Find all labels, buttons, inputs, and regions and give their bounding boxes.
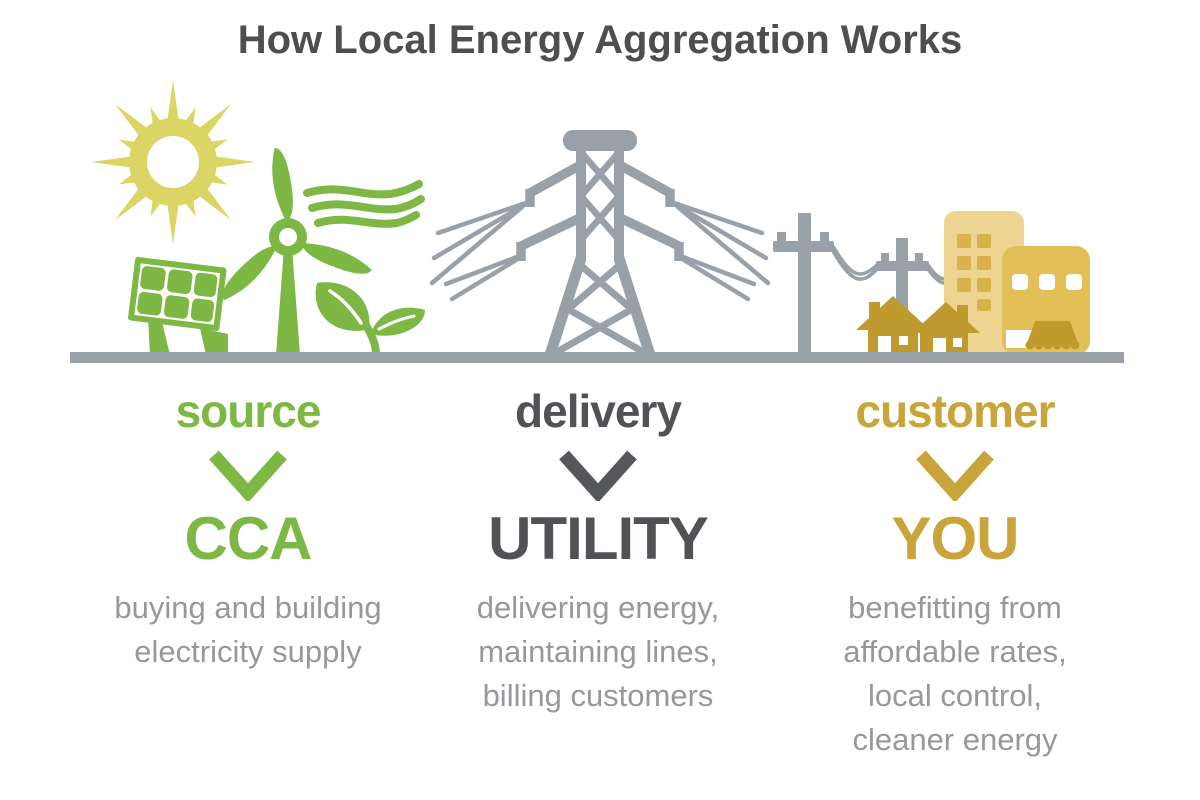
source-description: buying and building electricity supply	[114, 589, 382, 669]
customer-label: customer	[855, 385, 1055, 437]
delivery-label: delivery	[515, 385, 682, 437]
utility-pole-icon	[773, 213, 959, 355]
customer-entity: YOU	[891, 504, 1019, 572]
sun-icon	[91, 80, 255, 244]
delivery-description: delivering energy, maintaining lines, bi…	[476, 589, 720, 713]
house-icon	[912, 302, 980, 354]
down-chevron-icon	[209, 450, 287, 501]
customer-description: benefitting from affordable rates, local…	[843, 589, 1067, 757]
sprout-icon	[315, 282, 425, 359]
power-lines-icon	[429, 200, 771, 302]
transmission-tower-icon	[516, 130, 684, 361]
ground-line	[70, 352, 1124, 363]
wind-gust-icon	[303, 180, 425, 228]
column-source: source CCA buying and building electrici…	[68, 386, 428, 674]
column-delivery: delivery UTILITY delivering energy, main…	[418, 386, 778, 718]
awning-icon	[1025, 321, 1080, 350]
column-customer: customer YOU benefitting from affordable…	[775, 386, 1135, 762]
page-title: How Local Energy Aggregation Works	[237, 18, 963, 62]
down-chevron-icon	[559, 450, 637, 501]
down-chevron-icon	[916, 450, 994, 501]
delivery-entity: UTILITY	[488, 504, 709, 572]
source-label: source	[175, 385, 322, 437]
building-storefront-icon	[1002, 246, 1090, 355]
house-icon	[856, 296, 930, 354]
wind-turbine-icon	[222, 147, 372, 355]
solar-panel-icon	[128, 256, 228, 355]
source-entity: CCA	[184, 504, 313, 572]
